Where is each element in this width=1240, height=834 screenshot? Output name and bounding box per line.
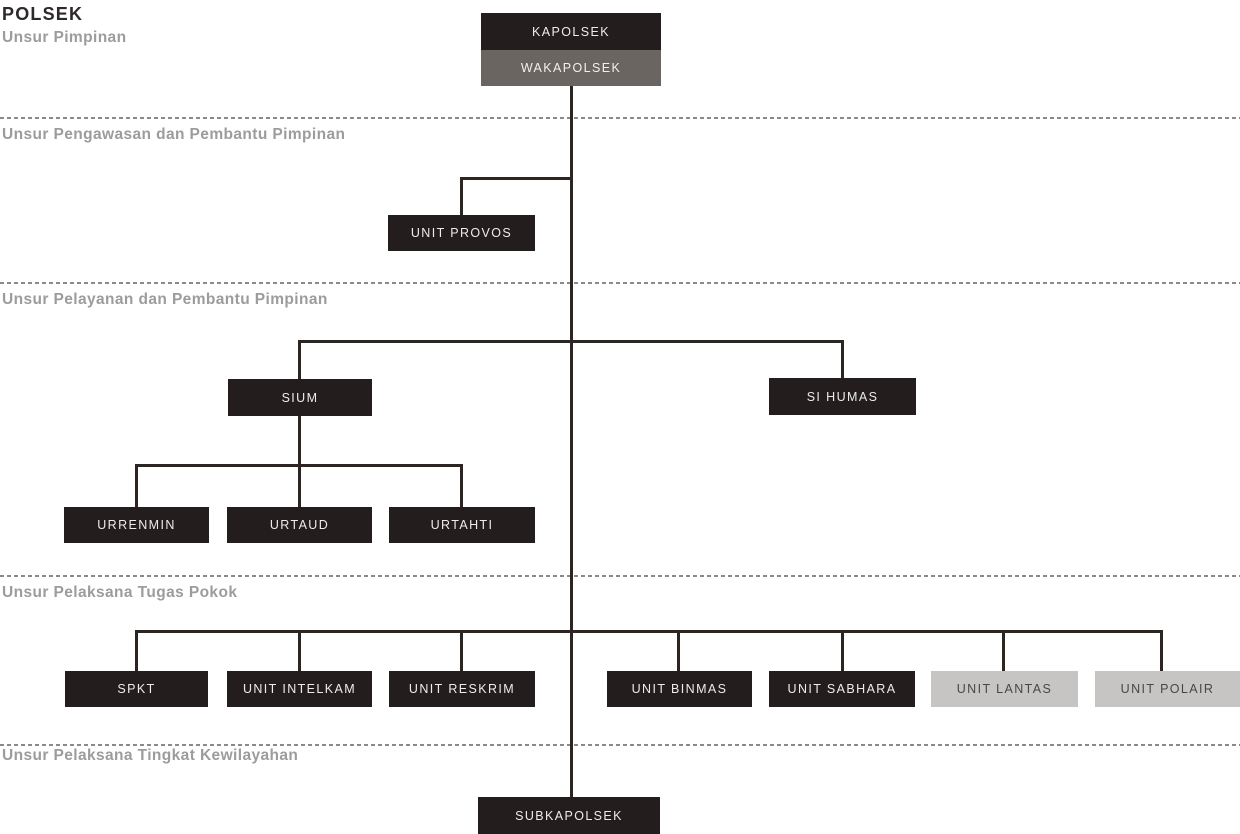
org-node-spkt: SPKT	[65, 671, 208, 707]
org-node-sium: SIUM	[228, 379, 372, 416]
connector-line	[298, 630, 301, 671]
connector-line	[460, 464, 463, 507]
section-label-kewilayahan: Unsur Pelaksana Tingkat Kewilayahan	[2, 747, 299, 764]
section-label-pengawasan: Unsur Pengawasan dan Pembantu Pimpinan	[2, 126, 346, 143]
connector-line	[460, 177, 463, 215]
section-separator	[0, 282, 1240, 284]
section-label-tugas-pokok: Unsur Pelaksana Tugas Pokok	[2, 584, 238, 601]
org-node-unit-provos: UNIT PROVOS	[388, 215, 535, 251]
connector-line	[460, 630, 463, 671]
connector-line	[1002, 630, 1005, 671]
org-node-urtahti: URTAHTI	[389, 507, 535, 543]
connector-line	[135, 630, 138, 671]
connector-line	[298, 340, 844, 343]
connector-line	[460, 177, 573, 180]
org-node-unit-sabhara: UNIT SABHARA	[769, 671, 915, 707]
org-node-unit-lantas: UNIT LANTAS	[931, 671, 1078, 707]
connector-line	[677, 630, 680, 671]
org-node-wakapolsek: WAKAPOLSEK	[481, 50, 661, 86]
connector-line	[841, 630, 844, 671]
connector-line	[135, 464, 138, 507]
connector-line	[1160, 630, 1163, 671]
connector-line	[298, 464, 301, 507]
connector-line-trunk	[570, 86, 573, 797]
section-separator	[0, 744, 1240, 746]
section-separator	[0, 117, 1240, 119]
org-node-urtaud: URTAUD	[227, 507, 372, 543]
org-node-kapolsek: KAPOLSEK	[481, 13, 661, 50]
org-node-unit-intelkam: UNIT INTELKAM	[227, 671, 372, 707]
org-node-si-humas: SI HUMAS	[769, 378, 916, 415]
org-node-unit-polair: UNIT POLAIR	[1095, 671, 1240, 707]
connector-line	[298, 416, 301, 467]
section-separator	[0, 575, 1240, 577]
org-node-urrenmin: URRENMIN	[64, 507, 209, 543]
connector-line	[135, 630, 1163, 633]
section-label-pelayanan: Unsur Pelayanan dan Pembantu Pimpinan	[2, 291, 328, 308]
org-node-unit-reskrim: UNIT RESKRIM	[389, 671, 535, 707]
connector-line	[298, 340, 301, 379]
org-node-unit-binmas: UNIT BINMAS	[607, 671, 752, 707]
section-label-pimpinan: Unsur Pimpinan	[2, 29, 127, 46]
connector-line	[841, 340, 844, 378]
page-title: POLSEK	[2, 4, 84, 24]
org-node-subkapolsek: SUBKAPOLSEK	[478, 797, 660, 834]
